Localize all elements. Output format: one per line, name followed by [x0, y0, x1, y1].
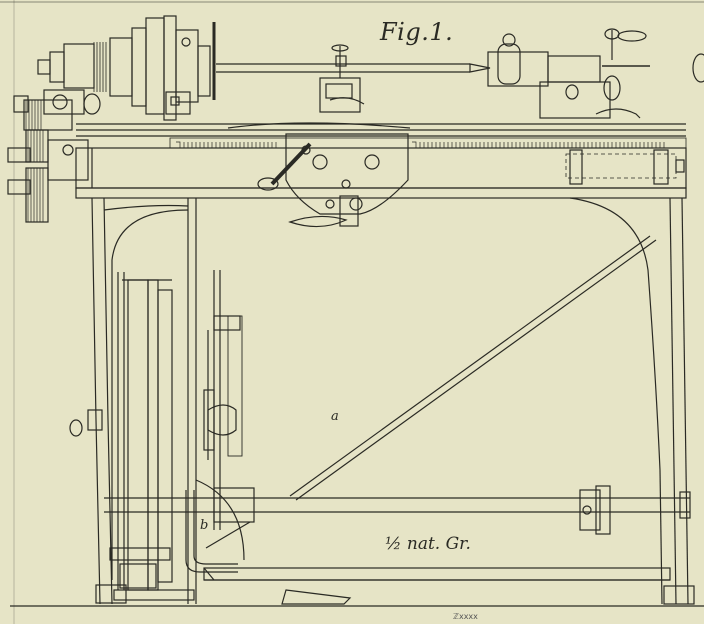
publisher-mark: ℤxxxx — [453, 612, 478, 621]
carriage-apron — [227, 44, 411, 228]
flywheel-pulley — [109, 272, 195, 601]
right-leg — [569, 197, 695, 605]
diagonal-brace — [289, 235, 657, 501]
change-gears — [7, 95, 89, 223]
lathe-bed — [75, 123, 687, 199]
tailstock — [487, 28, 704, 119]
figure-title: Fig.1. — [380, 18, 454, 46]
bed-mounting-bracket — [569, 149, 669, 185]
part-label-b: b — [200, 518, 209, 533]
foot-treadle — [203, 567, 671, 605]
scale-note: ½ nat. Gr. — [385, 534, 471, 554]
headstock — [37, 15, 216, 121]
left-leg — [69, 197, 197, 605]
treadle-crank — [185, 270, 245, 573]
workpiece-spindle — [216, 63, 491, 73]
part-label-a: a — [331, 409, 339, 424]
lower-crankshaft — [104, 485, 691, 549]
